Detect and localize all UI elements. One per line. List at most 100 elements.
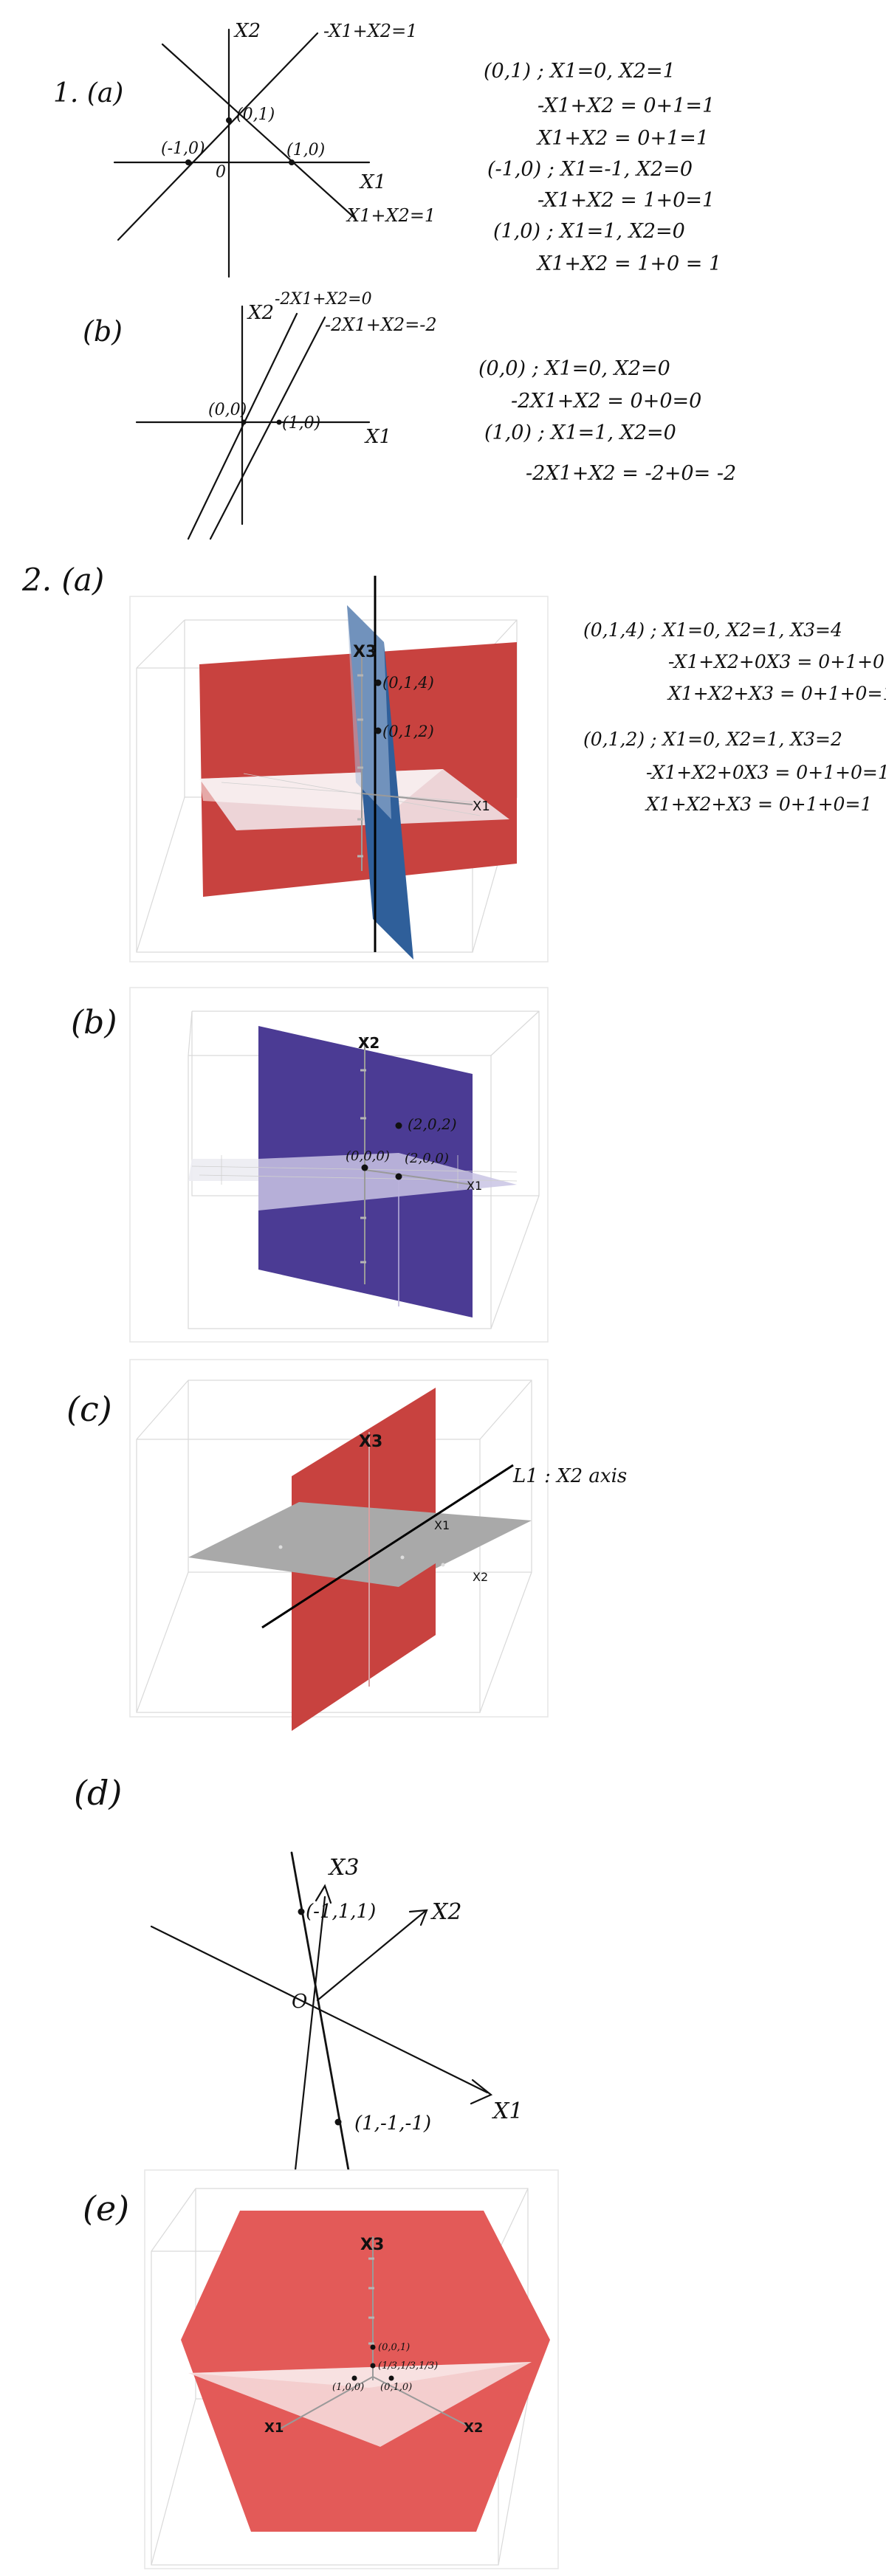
point-label-neg1-0: (-1,0)	[161, 140, 205, 158]
point-label-neg1-1-1: (-1,1,1)	[306, 1901, 376, 1923]
axis-label-x1: X1	[264, 2420, 284, 2436]
point-label-2-0-0: (2,0,0)	[405, 1151, 449, 1166]
line-x1-plus-x2	[161, 43, 356, 219]
point-label-2-0-2: (2,0,2)	[408, 1115, 457, 1133]
point-0-0-1	[370, 2344, 376, 2350]
plot-2b: X2 X1 (2,0,2) (0,0,0) (2,0,0)	[129, 987, 549, 1343]
point-label-0-1: (0,1)	[236, 106, 275, 124]
work-1a-line-3: (-1,0) ; X1=-1, X2=0	[487, 158, 693, 181]
label-2c: (c)	[66, 1389, 112, 1429]
graph-1a: X2 X1 0 -X1+X2=1 X1+X2=1 (0,1) (-1,0) (1…	[113, 20, 436, 278]
axis-label-x1: X1	[434, 1518, 450, 1532]
axis-label-x3: X3	[359, 1433, 382, 1451]
work-2a-line-1: -X1+X2+0X3 = 0+1+0=1	[668, 651, 886, 672]
line-minus-2x1-plus-x2-eq-0	[187, 312, 298, 540]
work-1a-line-1: -X1+X2 = 0+1=1	[538, 94, 715, 117]
axis-label-x1: X1	[359, 171, 386, 193]
origin-label: 0	[216, 163, 226, 182]
label-2b: (b)	[71, 1004, 117, 1041]
label-2e: (e)	[83, 2188, 129, 2228]
point-0-1-4	[374, 679, 382, 686]
label-1b: (b)	[83, 315, 123, 348]
point-label-0-0-1: (0,0,1)	[378, 2342, 410, 2353]
line-label-1: -2X1+X2=0	[275, 290, 372, 309]
horizontal-plane	[258, 1153, 517, 1210]
graph-1b: X2 X1 -2X1+X2=0 -2X1+X2=-2 (0,0) (1,0)	[135, 290, 437, 540]
axis-label-x2: X2	[358, 1034, 380, 1052]
line-l1-label: L1 : X2 axis	[512, 1465, 627, 1487]
work-2a-line-3: (0,1,2) ; X1=0, X2=1, X3=2	[583, 729, 842, 750]
x2-axis	[372, 2376, 473, 2429]
work-1b-line-3: -2X1+X2 = -2+0= -2	[526, 462, 736, 485]
origin-label: O	[292, 1991, 307, 2013]
triangle-region	[188, 2362, 532, 2447]
line-label-1: -X1+X2=1	[323, 21, 417, 41]
point-label-0-0: (0,0)	[208, 401, 247, 419]
axis-label-x2: X2	[464, 2420, 483, 2436]
axis-label-x1: X1	[492, 2098, 523, 2124]
x1-axis	[364, 1169, 473, 1185]
work-1a: (0,1) ; X1=0, X2=1 -X1+X2 = 0+1=1 X1+X2 …	[484, 60, 721, 275]
line-minus-x1-plus-x2	[117, 32, 319, 241]
work-1b: (0,0) ; X1=0, X2=0 -2X1+X2 = 0+0=0 (1,0)…	[478, 357, 736, 485]
point-label-1-0-0: (1,0,0)	[332, 2382, 364, 2393]
point-neg1-0	[185, 159, 191, 165]
x1-arrow	[470, 2079, 493, 2105]
point-1-0	[276, 419, 282, 425]
point-1-0-0	[351, 2375, 357, 2381]
axis-label-x3: X3	[353, 643, 377, 661]
line-label-2: X1+X2=1	[346, 205, 436, 226]
work-2a-line-5: X1+X2+X3 = 0+1+0=1	[645, 793, 872, 815]
work-1a-line-5: (1,0) ; X1=1, X2=0	[493, 220, 685, 243]
point-label-third: (1/3,1/3,1/3)	[378, 2360, 438, 2372]
plot-2a: X3 X1 (0,1,4) (0,1,2)	[129, 576, 549, 962]
work-1a-line-4: -X1+X2 = 1+0=1	[538, 189, 715, 212]
plot-2c: X3 X1 X2 L1 : X2 axis	[129, 1359, 627, 1731]
axis-label-x2: X2	[473, 1570, 488, 1584]
work-2a-line-4: -X1+X2+0X3 = 0+1+0=1	[646, 762, 886, 783]
label-2d: (d)	[74, 1773, 122, 1813]
x2-axis	[316, 1910, 426, 2002]
point-0-0-0	[361, 1164, 368, 1171]
axis-label-x1: X1	[364, 426, 391, 448]
point-0-0	[241, 419, 247, 425]
x1-axis	[280, 2376, 374, 2429]
problem-2a: 2. (a)	[21, 562, 886, 962]
label-1a: 1. (a)	[53, 78, 123, 109]
line-label-2: -2X1+X2=-2	[325, 314, 437, 335]
work-2a-line-2: X1+X2+X3 = 0+1+0=1	[667, 683, 886, 704]
axis-label-x2: X2	[430, 1899, 461, 1925]
point-label-1-0: (1,0)	[282, 414, 320, 433]
work-2a: (0,1,4) ; X1=0, X2=1, X3=4 -X1+X2+0X3 = …	[583, 619, 886, 815]
gray-plane	[188, 1502, 532, 1587]
problem-1a: 1. (a) X2 X1 0 -X1+X2=1 X1+X2=1 (0,1) (-…	[53, 20, 721, 278]
point-label-0-1-2: (0,1,2)	[382, 723, 434, 740]
work-1b-line-2: (1,0) ; X1=1, X2=0	[484, 421, 676, 444]
point-1-neg1-neg1	[334, 2118, 342, 2126]
point-label-0-1-4: (0,1,4)	[382, 674, 434, 692]
point-0-1-0	[388, 2375, 394, 2381]
x3-axis	[294, 1895, 326, 2172]
axis-label-x2: X2	[247, 302, 274, 324]
point-1-0	[289, 159, 295, 165]
point-third	[370, 2363, 376, 2369]
line-minus-2x1-plus-x2-eq-neg2	[209, 316, 326, 540]
point-2-0-2	[395, 1122, 402, 1129]
point-label-1-0: (1,0)	[286, 141, 325, 159]
problem-1b: (b) X2 X1 -2X1+X2=0 -2X1+X2=-2 (0,0) (1,…	[83, 290, 736, 540]
axis-label-x3: X3	[360, 2236, 384, 2254]
axis-label-x2: X2	[233, 20, 261, 42]
problem-2e: (e) X3	[83, 2169, 559, 2569]
axis-label-x1: X1	[473, 799, 490, 814]
line-l1	[261, 1464, 514, 1629]
point-0-1-2	[374, 727, 382, 734]
point-0-1	[226, 117, 232, 123]
axis-label-x3: X3	[328, 1855, 359, 1881]
work-1b-line-0: (0,0) ; X1=0, X2=0	[478, 357, 670, 380]
work-2a-line-0: (0,1,4) ; X1=0, X2=1, X3=4	[583, 619, 842, 641]
label-2a: 2. (a)	[21, 562, 104, 598]
point-label-0-1-0: (0,1,0)	[380, 2382, 412, 2393]
point-neg1-1-1	[298, 1908, 305, 1915]
problem-2b: (b)	[71, 987, 549, 1343]
